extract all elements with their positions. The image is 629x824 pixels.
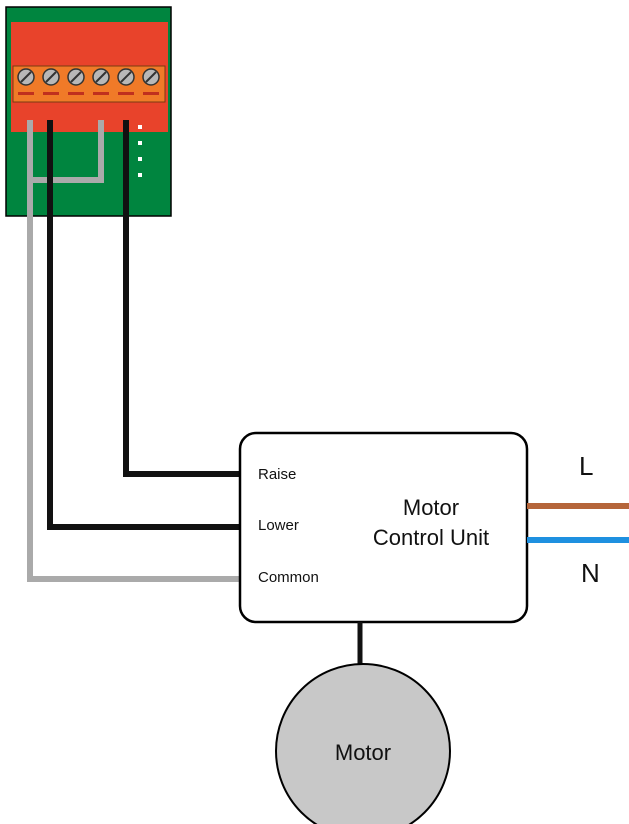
- terminal-mark: [68, 92, 84, 95]
- terminal-screw-icon: [142, 68, 160, 86]
- board-dots: [138, 125, 142, 177]
- terminal-screw-icon: [117, 68, 135, 86]
- terminal-mark: [118, 92, 134, 95]
- common-label: Common: [258, 569, 319, 586]
- lower-label: Lower: [258, 517, 299, 534]
- terminal-strip: [12, 65, 166, 103]
- control-unit-box: [238, 431, 529, 624]
- control-unit-title-line2: Control Unit: [373, 525, 489, 550]
- common-wire: [27, 120, 240, 582]
- control-unit-title-line1: Motor: [403, 495, 459, 520]
- terminal-screw-icon: [92, 68, 110, 86]
- motor-control-unit: Raise Lower Common Motor Control Unit: [238, 431, 529, 624]
- lower-wire: [47, 120, 240, 530]
- terminal-screw-icon: [67, 68, 85, 86]
- neutral-label: N: [581, 558, 600, 588]
- terminal-screw-icon: [42, 68, 60, 86]
- terminal-mark: [43, 92, 59, 95]
- raise-wire: [123, 120, 240, 477]
- motor-label: Motor: [335, 740, 391, 765]
- terminal-markings: [18, 92, 159, 95]
- terminal-screw-icon: [17, 68, 35, 86]
- control-module: [5, 6, 172, 217]
- live-label: L: [579, 451, 593, 481]
- motor-body: [275, 663, 451, 824]
- terminal-screws: [17, 68, 160, 86]
- terminal-mark: [93, 92, 109, 95]
- terminal-mark: [18, 92, 34, 95]
- raise-label: Raise: [258, 466, 296, 483]
- terminal-mark: [143, 92, 159, 95]
- motor: Motor: [275, 663, 451, 824]
